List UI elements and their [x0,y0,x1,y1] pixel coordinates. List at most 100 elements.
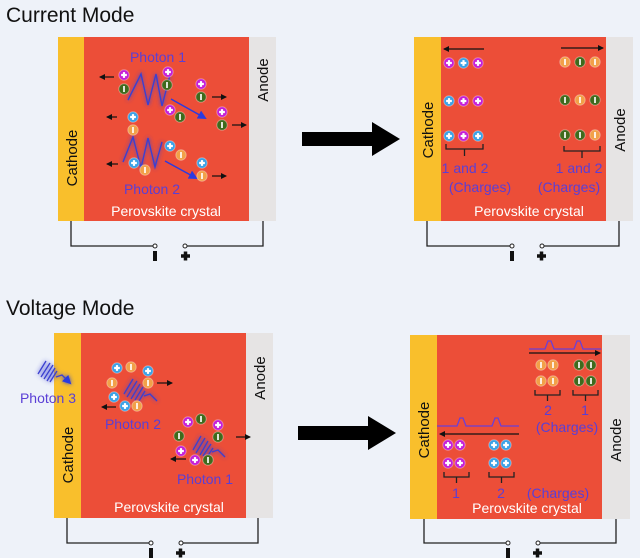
photon-2-path-arrow [164,160,198,179]
crystal-label: Perovskite crystal [474,203,584,219]
electron-charge-icon [589,94,601,106]
hole-charge-icon [142,365,154,377]
cathode-electrode [58,37,84,221]
perovskite-crystal [441,37,606,221]
electron-charge-icon [574,129,586,141]
electron-charge-icon [585,375,597,387]
negative-terminal [148,540,154,546]
group-label-holes-sub: (Charges) [449,179,511,195]
photon-1-label: Photon 1 [130,49,186,65]
hole-charge-icon [472,57,484,69]
circuit-wire [66,518,259,544]
positive-terminal [178,540,184,546]
hole-charge-icon [111,362,123,374]
minus-sign [506,548,510,558]
hole-charge-icon [454,457,466,469]
electron-charge-icon [574,94,586,106]
panel-current-after: Cathode Anode Perovskite crystal 1 and 2… [414,37,633,261]
bracket-holes-1 [443,472,470,483]
voltage-mode-title: Voltage Mode [6,297,135,320]
cathode-electrode [414,37,441,221]
hole-charge-icon [119,400,131,412]
electron-pulse-trace [529,340,601,350]
panel-voltage-before: Cathode Anode Perovskite crystal Photon … [20,333,273,558]
bracket-electrons-1 [572,390,599,401]
cathode-label: Cathode [416,402,433,459]
electron-charge-icon [559,94,571,106]
photon-2-wave-icon [122,134,163,170]
electron-charge-icon [547,375,559,387]
hole-charge-icon [164,140,176,152]
photon-1-icon [192,435,226,458]
cathode-label: Cathode [60,427,77,484]
bracket-electrons-2 [534,390,561,401]
negative-terminal [152,243,158,249]
crystal-label: Perovskite crystal [111,203,221,219]
group-label-electrons: 1 and 2 [556,160,603,176]
anode-label: Anode [608,418,625,461]
electron-charge-icon [173,430,185,442]
cathode-label: Cathode [420,102,437,159]
photon-3-icon [37,360,72,385]
electron-charge-icon [535,375,547,387]
electron-charge-icon [216,119,228,131]
positive-terminal [539,243,545,249]
hole-charge-icon [457,57,470,69]
panel-current-before: Cathode Anode Perovskite crystal Photon … [58,37,276,261]
electron-charge-icon [142,377,154,389]
hole-charge-icon [472,130,484,142]
hole-charge-icon [182,416,194,428]
hole-charge-icon [216,106,228,118]
voltage-mode-arrow-icon [298,416,396,450]
electron-charge-icon [559,129,571,141]
electron-charge-icon [589,129,601,141]
hole-charge-icon [195,78,207,90]
plus-sign [181,251,190,261]
electron-charge-icon [585,359,597,371]
hole-charge-icon [443,95,455,107]
circuit-wire [70,221,264,247]
electron-charge-icon [106,377,118,389]
plus-sign [533,548,542,558]
current-mode-title: Current Mode [6,4,135,27]
anode-electrode [606,37,633,221]
hole-charge-icon [488,457,500,469]
photon-1-label: Photon 1 [177,471,233,487]
hole-charge-icon [500,457,512,469]
cathode-electrode [54,333,81,518]
plus-sign [537,251,546,261]
hole-charge-icon [127,111,139,123]
electron-charge-icon [127,124,139,136]
current-mode-arrow-icon [302,122,400,156]
cathode-label: Cathode [64,130,81,187]
group-label-electrons-sub: (Charges) [538,179,600,195]
photon-2-label: Photon 2 [124,181,180,197]
hole-charge-icon [500,439,512,451]
anode-label: Anode [252,356,269,399]
photon-1-path-arrow [170,98,207,119]
anode-electrode [249,37,276,221]
hole-charge-icon [162,66,174,78]
group-label-holes: 1 and 2 [442,160,489,176]
anode-electrode [602,335,630,519]
charge-group [443,56,601,142]
anode-label: Anode [612,108,629,151]
charge-group [106,361,224,466]
hole-pulse-trace [437,417,519,427]
group-label-electrons-2: 2 [544,402,552,418]
minus-sign [149,548,153,558]
anode-label: Anode [255,58,272,101]
hole-charge-icon [128,157,140,169]
photon-3-label: Photon 3 [20,390,76,406]
hole-charge-icon [175,445,187,457]
group-label-holes-2: 2 [497,485,505,501]
electron-charge-icon [196,170,208,182]
hole-charge-icon [457,130,470,142]
hole-charge-icon [488,439,500,451]
hole-charge-icon [196,157,208,169]
hole-charge-icon [472,95,484,107]
group-label-electrons-sub: (Charges) [536,419,598,435]
electron-charge-icon [202,454,214,466]
negative-terminal [505,540,511,546]
electron-charge-icon [195,413,207,425]
